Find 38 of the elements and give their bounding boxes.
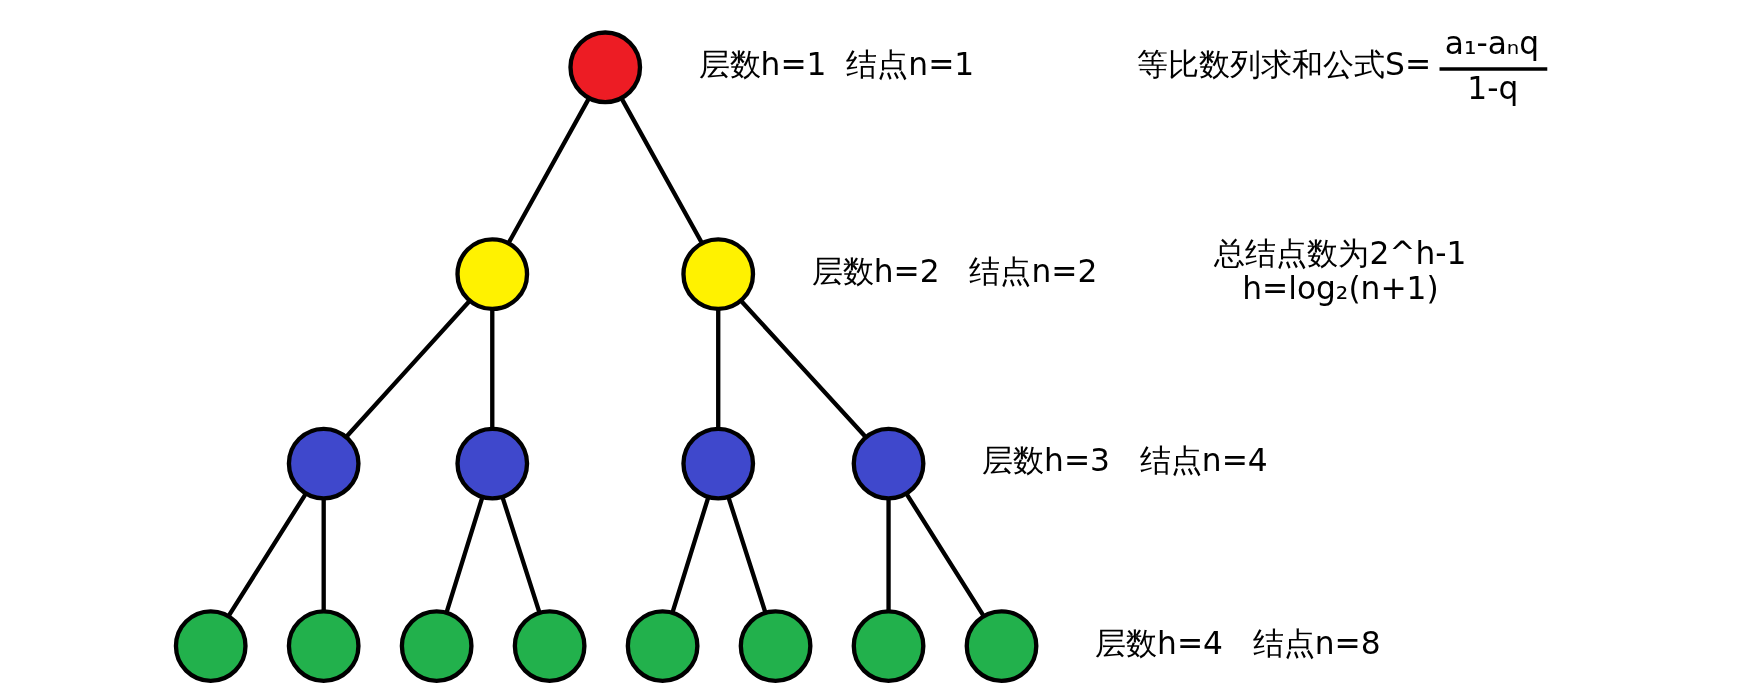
label: a₁-aₙq (1444, 25, 1540, 62)
connector (506, 97, 591, 245)
node-circle (851, 609, 926, 683)
node-circle (399, 609, 474, 683)
connector (670, 496, 711, 614)
connector (444, 496, 485, 614)
connector (886, 499, 891, 611)
node-circle (681, 237, 756, 312)
label: h=log₂(n+1) (1242, 270, 1439, 307)
node-label: 层数h=1 结点n=1 (698, 45, 975, 82)
node-circle (964, 609, 1039, 683)
node-circle (286, 426, 361, 501)
label: 1-q (1467, 70, 1519, 107)
connector (500, 496, 542, 614)
node-label: 层数h=4 结点n=8 (1095, 624, 1381, 661)
connector (619, 97, 704, 245)
node-circle (625, 609, 700, 683)
node-label: 层数h=3 结点n=4 (982, 442, 1268, 479)
node-circle (851, 426, 926, 501)
connector (726, 496, 768, 614)
node-label: 层数h=2 结点n=2 (811, 252, 1098, 289)
label: 等比数列求和公式S= (1137, 45, 1432, 82)
connector (321, 499, 326, 611)
node-circle (286, 609, 361, 683)
connector (490, 309, 495, 429)
label: 总结点数为2^h-1 (1214, 235, 1467, 272)
node-circle (738, 609, 813, 683)
connector (716, 309, 721, 429)
connector (345, 299, 472, 439)
connector (739, 299, 868, 439)
node-circle (455, 426, 530, 501)
node-circle (173, 609, 248, 683)
connector (227, 492, 308, 617)
connector (904, 492, 986, 617)
node-circle (455, 237, 530, 312)
node-circle (681, 426, 756, 501)
node-circle (568, 30, 643, 105)
node-circle (512, 609, 587, 683)
